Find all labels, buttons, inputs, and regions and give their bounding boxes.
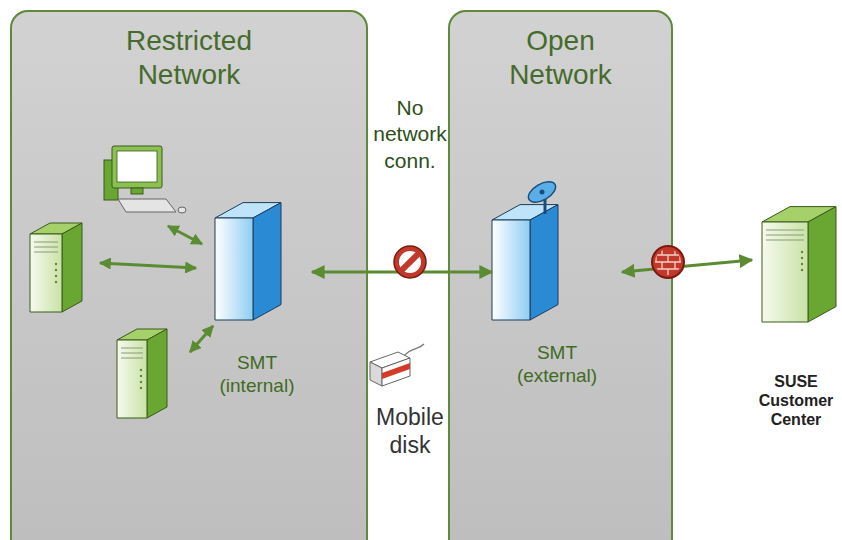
- satellite-dish: [525, 178, 559, 214]
- mobile-disk-icon: [370, 344, 424, 386]
- zone-heading: Restricted Network: [104, 24, 274, 91]
- network-link: [622, 260, 752, 272]
- connectors: [312, 260, 752, 272]
- device-label: Mobile disk: [362, 404, 458, 459]
- server-node: SMT (external): [492, 192, 622, 388]
- network-zone: Restricted NetworkSMT (internal): [10, 10, 368, 540]
- node-label: SMT (internal): [207, 352, 307, 398]
- server-node: SUSE Customer Center: [752, 200, 840, 430]
- local-arrows: [100, 226, 213, 352]
- firewall-symbol: [650, 246, 686, 278]
- edge-label-box: No network conn.: [369, 95, 451, 174]
- connection-note: No network conn.: [369, 95, 451, 174]
- network-zone: Open NetworkSMT (external): [448, 10, 673, 540]
- zone-heading: Open Network: [491, 24, 631, 91]
- server-icon: [762, 207, 836, 322]
- node-label: SUSE Customer Center: [752, 372, 840, 430]
- network-link: [312, 271, 492, 274]
- server-icon: [215, 203, 281, 320]
- server-icons: [30, 203, 836, 418]
- node-label: SMT (external): [507, 342, 607, 388]
- no-entry-symbol: [394, 246, 426, 278]
- server-node: SMT (internal): [202, 202, 312, 398]
- desktop-computer: [104, 146, 186, 213]
- zone-fill: [448, 10, 673, 540]
- server-icon: [30, 223, 82, 312]
- label-box: Mobile disk: [362, 404, 458, 459]
- server-icon: [117, 329, 167, 418]
- zone-fill: [10, 10, 368, 540]
- server-icon: [492, 205, 558, 320]
